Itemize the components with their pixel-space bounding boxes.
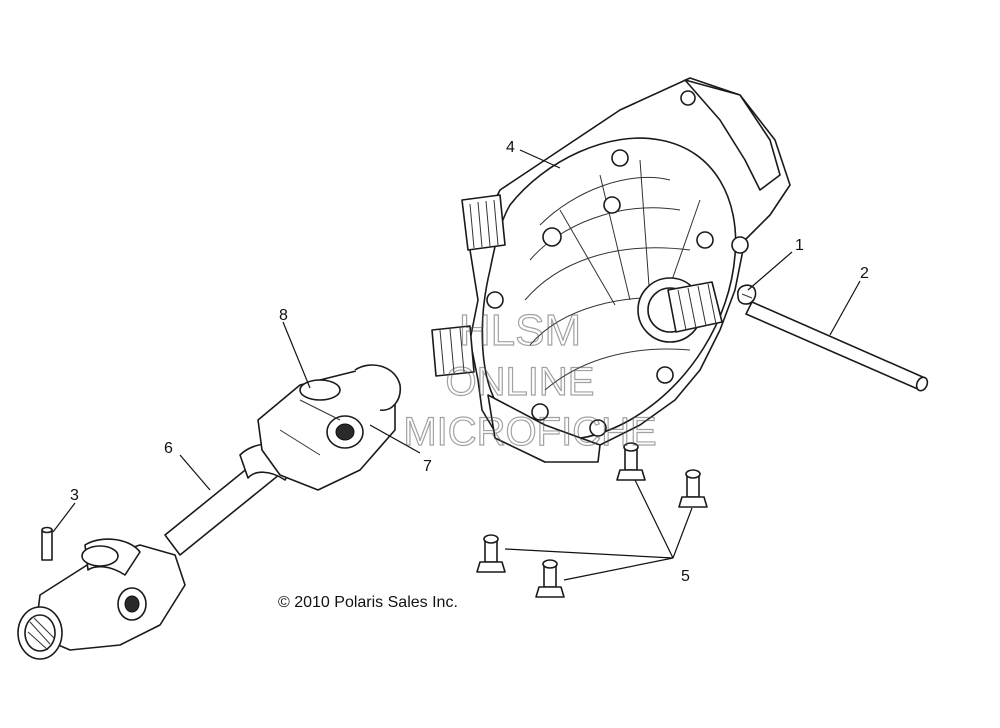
callout-8: 8 bbox=[279, 307, 288, 324]
callout-4: 4 bbox=[506, 139, 515, 156]
callout-3: 3 bbox=[70, 487, 79, 504]
copyright-notice: © 2010 Polaris Sales Inc. bbox=[278, 594, 458, 611]
callout-1: 1 bbox=[795, 237, 804, 254]
roll-pin bbox=[41, 526, 53, 561]
pin-shaft bbox=[745, 301, 929, 392]
lower-u-joint bbox=[17, 538, 186, 660]
leader-lines bbox=[52, 149, 861, 581]
retaining-clip bbox=[737, 284, 757, 305]
watermark-line-1: HLSM bbox=[459, 306, 581, 355]
upper-u-joint bbox=[257, 364, 402, 491]
watermark: HLSM ONLINE MICROFICHE bbox=[403, 305, 658, 454]
watermark-line-2: ONLINE bbox=[446, 360, 595, 404]
watermark-line-3: MICROFICHE bbox=[403, 410, 656, 454]
callout-5: 5 bbox=[681, 568, 690, 585]
callout-6: 6 bbox=[164, 440, 173, 457]
bolt-2 bbox=[678, 469, 708, 508]
callout-2: 2 bbox=[860, 265, 869, 282]
callout-numbers: 1 2 3 4 5 6 7 8 bbox=[70, 139, 869, 585]
gearcase-housing bbox=[431, 77, 791, 463]
callout-7: 7 bbox=[423, 458, 432, 475]
bolt-3 bbox=[476, 534, 506, 573]
flange-bolts bbox=[476, 442, 708, 598]
bolt-1 bbox=[616, 442, 646, 481]
bolt-4 bbox=[535, 559, 565, 598]
